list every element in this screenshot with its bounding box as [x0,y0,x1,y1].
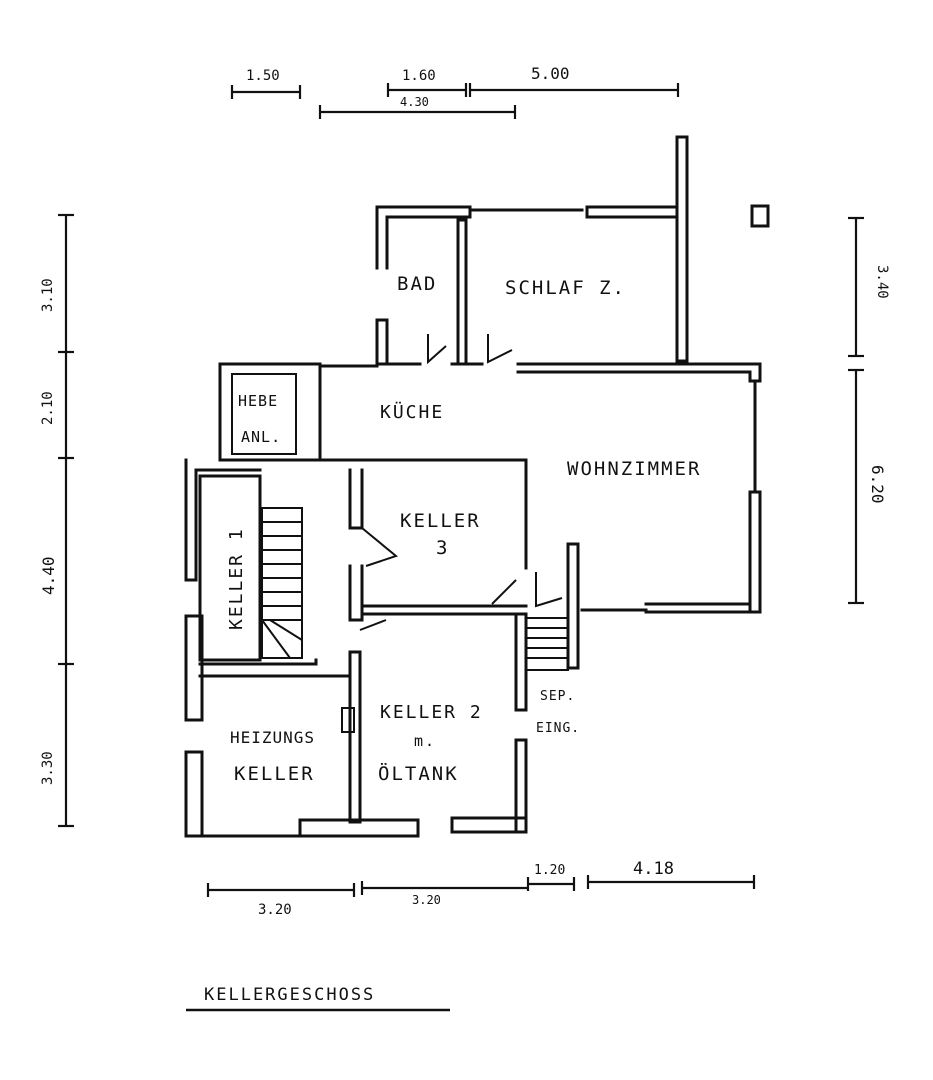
room-keller2-label-3: ÖLTANK [378,762,459,785]
dimension-label: 3.40 [874,265,890,299]
walls [184,135,770,838]
dimension-label: 6.20 [868,465,887,504]
dimension-label: 3.20 [412,893,441,907]
dimension-right: 3.40 6.20 [848,216,890,605]
dimension-label: 3.10 [40,278,56,312]
room-heizung-label-2: KELLER [234,763,315,785]
room-keller2-label-2: m. [414,732,436,750]
dimension-label: 1.50 [246,68,280,84]
room-heizung-label: HEIZUNGS [230,728,315,747]
dimension-top-2: 1.60 [386,68,468,97]
sep-entrance-label: SEP. [540,689,575,704]
dimension-left: 3.10 2.10 4.40 3.30 [39,213,74,828]
dimension-label: 4.18 [633,859,674,879]
dimension-bottom: 3.20 3.20 1.20 4.18 [206,859,756,918]
room-keller3-label-2: 3 [436,537,449,559]
room-hebe-label-2: ANL. [241,428,281,446]
dimension-label: 5.00 [531,64,570,83]
dimension-label: 1.20 [534,863,565,878]
dimension-label: 1.60 [402,68,436,84]
dimension-top-3: 5.00 [468,64,680,97]
dimension-label: 2.10 [40,391,56,425]
room-keller3-label: KELLER [400,510,481,532]
dimension-label: 3.30 [40,751,56,785]
dimension-label: 3.20 [258,902,292,918]
sep-entrance-label-2: EING. [536,721,580,736]
room-labels: BAD SCHLAF Z. HEBE ANL. KÜCHE WOHNZIMMER… [226,273,701,785]
room-keller1-label: KELLER 1 [226,527,247,630]
stairs-main [261,507,303,659]
stairs-separate-entrance [491,542,580,671]
room-bad-label: BAD [397,273,437,295]
dimension-top-4: 4.30 [318,95,517,119]
dimension-label: 4.40 [39,556,58,595]
room-kuche-label: KÜCHE [380,401,444,423]
plan-title-text: KELLERGESCHOSS [204,985,375,1005]
room-hebe-label: HEBE [238,392,278,410]
dimension-top-1: 1.50 [230,68,302,99]
dimension-label: 4.30 [400,95,429,109]
room-wohnzimmer-label: WOHNZIMMER [567,458,701,480]
room-keller2-label: KELLER 2 [380,702,483,723]
room-schlaf-label: SCHLAF Z. [505,277,626,299]
plan-title: KELLERGESCHOSS [186,985,450,1012]
